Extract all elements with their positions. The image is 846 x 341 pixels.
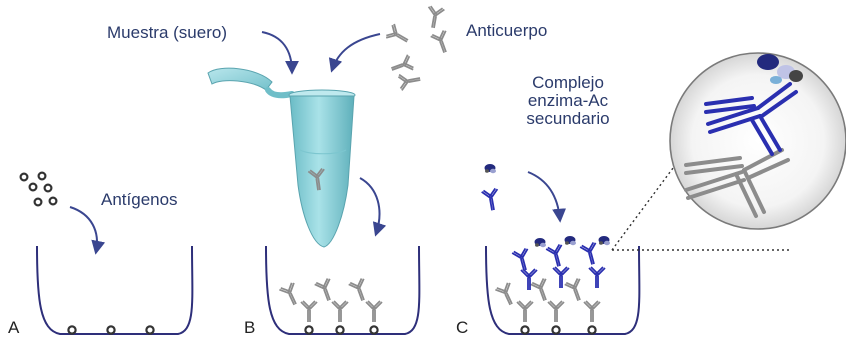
bound-antigens-c	[521, 326, 595, 333]
panel-b	[208, 6, 453, 334]
complex-label-line3: secundario	[512, 110, 624, 128]
bound-antigens-b	[305, 326, 377, 333]
antibody-arrow	[332, 34, 380, 70]
bound-antibodies-b	[279, 278, 382, 322]
zoom-detail	[670, 53, 846, 229]
tube-to-well-arrow	[360, 178, 379, 234]
antibody-label: Anticuerpo	[466, 22, 547, 40]
free-antigens	[21, 173, 57, 206]
complex-label-line2: enzima-Ac	[512, 92, 624, 110]
bound-antigens-a	[68, 326, 153, 333]
conjugate-arrow	[528, 172, 560, 220]
free-antibodies	[385, 6, 452, 91]
panel-c-label: C	[456, 318, 468, 338]
panel-b-label: B	[244, 318, 255, 338]
antigens-label: Antígenos	[101, 191, 178, 209]
sample-label: Muestra (suero)	[107, 24, 227, 42]
complex-label: Complejo enzima-Ac secundario	[512, 74, 624, 128]
complex-label-line1: Complejo	[512, 74, 624, 92]
bound-secondary-c	[512, 242, 605, 290]
antigen-arrow	[70, 207, 97, 252]
bound-primary-c	[495, 278, 600, 322]
well-a	[37, 246, 192, 334]
well-c	[486, 246, 639, 334]
free-conjugate	[481, 164, 500, 212]
sample-tube	[208, 68, 355, 247]
panel-a-label: A	[8, 318, 19, 338]
sample-arrow	[262, 32, 292, 72]
bound-enzymes-c	[535, 236, 611, 247]
